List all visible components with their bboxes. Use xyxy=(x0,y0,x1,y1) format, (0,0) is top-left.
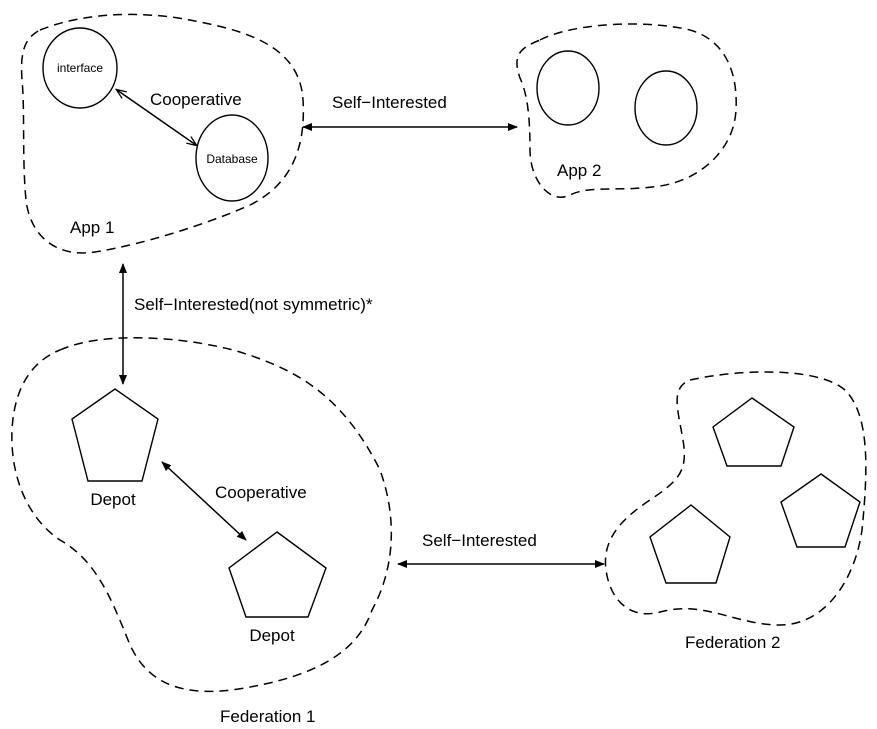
app1-cooperative-edge xyxy=(117,90,196,145)
group-federation2: Federation 2 xyxy=(604,371,867,652)
federation2-node-b xyxy=(780,473,861,548)
group-federation1-boundary xyxy=(11,337,393,693)
app1-app2-label: Self−Interested xyxy=(332,93,447,112)
group-app1-boundary xyxy=(20,13,305,254)
group-app2-boundary xyxy=(516,23,737,198)
federation2-label: Federation 2 xyxy=(685,633,780,652)
depot-b-node xyxy=(228,531,327,618)
group-app1: interface Database Cooperative App 1 xyxy=(20,13,305,254)
app2-label: App 2 xyxy=(557,161,601,180)
depot-b-label: Depot xyxy=(249,626,295,645)
group-app2: App 2 xyxy=(516,23,737,198)
federation1-cooperative-label: Cooperative xyxy=(215,483,307,502)
depot-a-node xyxy=(71,388,159,482)
app1-label: App 1 xyxy=(70,218,114,237)
app1-cooperative-label: Cooperative xyxy=(150,90,242,109)
app2-node-b xyxy=(634,70,698,146)
federation1-federation2-label: Self−Interested xyxy=(422,531,537,550)
depot-a-label: Depot xyxy=(90,490,136,509)
federation1-cooperative-edge xyxy=(161,461,247,541)
database-node xyxy=(195,114,269,202)
federation1-label: Federation 1 xyxy=(220,707,315,726)
federation2-node-c xyxy=(649,504,731,584)
group-federation2-boundary xyxy=(604,371,867,626)
interface-label: interface xyxy=(57,61,103,75)
database-label: Database xyxy=(206,152,258,166)
app2-node-a xyxy=(536,50,600,126)
federation2-node-a xyxy=(712,397,795,467)
group-federation1: Depot Depot Cooperative Federation 1 xyxy=(11,337,393,726)
interface-node xyxy=(42,27,118,109)
app1-federation1-label: Self−Interested(not symmetric)* xyxy=(134,295,373,314)
